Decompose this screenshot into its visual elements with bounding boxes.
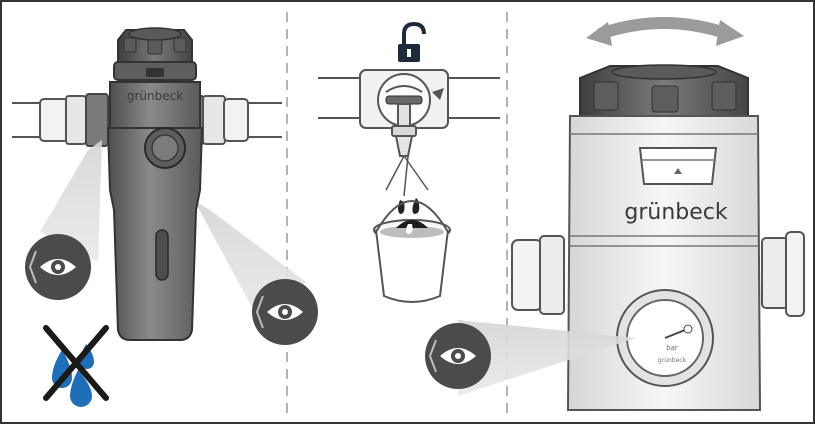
view-cone-left: [40, 140, 102, 262]
middle-panel: [318, 21, 500, 303]
filter-device-left: grünbeck: [106, 27, 204, 341]
pipe-connector-right: [761, 231, 805, 317]
bucket: [373, 200, 451, 303]
gauge-unit-label: bar: [666, 344, 678, 352]
pressure-gauge: bar grünbeck: [616, 289, 714, 387]
unlock-padlock-icon: [398, 21, 426, 62]
rotate-arrow-icon: [586, 17, 744, 46]
pipe-left: [12, 93, 109, 147]
eye-icon: [24, 233, 92, 301]
pipe-connector-left: [511, 235, 565, 315]
eye-icon: [251, 278, 319, 346]
right-panel: grünbeck bar grünbeck: [424, 17, 805, 411]
no-water-drops-icon: [43, 325, 109, 407]
device-brand-label-right: grünbeck: [624, 200, 727, 225]
view-cone-right-panel: [458, 320, 636, 396]
drain-valve: [359, 69, 449, 157]
sight-glass-left: [155, 229, 169, 281]
device-brand-label-left: grünbeck: [127, 89, 183, 103]
eye-icon: [424, 322, 492, 390]
left-panel: grünbeck: [12, 27, 319, 407]
filter-device-right: grünbeck bar grünbeck: [566, 64, 762, 411]
gauge-brand-label: grünbeck: [658, 357, 687, 364]
